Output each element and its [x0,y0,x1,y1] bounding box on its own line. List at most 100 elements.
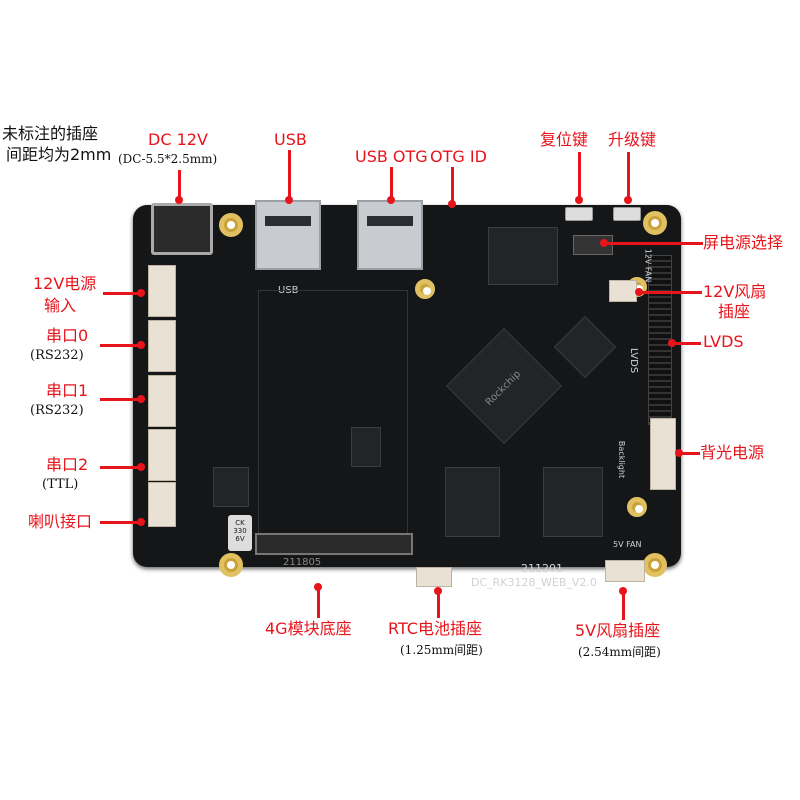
usb-port[interactable] [255,200,321,270]
label-dc12v-sub: (DC-5.5*2.5mm) [118,152,218,166]
callout-pointer [103,292,143,295]
label-upgrade: 升级键 [608,130,657,149]
fan5-connector [605,560,645,582]
capacitor: CK 330 6V [228,515,252,551]
callout-pointer [434,587,442,595]
callout-pointer [100,466,142,469]
callout-pointer [178,170,181,202]
board-date: 211201 [521,562,563,575]
callout-pointer [635,288,643,296]
callout-pointer [680,452,700,455]
label-otg-id: OTG ID [430,147,487,166]
callout-pointer [387,196,395,204]
module-4g-area [258,290,408,540]
callout-pointer [668,339,676,347]
callout-pointer [437,592,440,618]
callout-pointer [285,196,293,204]
silk-fan: 12V FAN [643,248,653,283]
callout-pointer [622,592,625,620]
module-4g-socket [255,533,413,555]
note-line2: 间距均为2mm [6,145,112,164]
callout-pointer [314,583,322,591]
pcb-board: USB 211805 CK 330 6V Rockchip LVDS 12V F… [133,200,681,589]
callout-pointer [317,588,320,618]
board-model: DC_RK3128_WEB_V2.0 [471,576,597,589]
ram-chip [445,467,500,537]
label-dc12v: DC 12V [148,130,208,149]
callout-pointer [624,196,632,204]
callout-pointer [675,449,683,457]
label-usb: USB [274,130,307,149]
callout-pointer [673,342,701,345]
label-screen-power: 屏电源选择 [703,233,784,252]
callout-pointer [100,521,142,524]
label-power-in-l1: 12V电源 [33,274,97,293]
callout-pointer [575,196,583,204]
chip [553,315,617,379]
callout-pointer [640,291,702,294]
label-fan12-l1: 12V风扇 [703,282,767,301]
label-rtc-sub: (1.25mm间距) [400,643,483,657]
note-line1: 未标注的插座 [2,124,99,143]
callout-pointer [100,398,142,401]
label-uart2: 串口2 [46,455,89,474]
uart2-connector [148,429,176,481]
mount-hole [643,211,667,235]
chip [351,427,381,467]
silk-backlight: Backlight [617,440,627,479]
ram-chip [543,467,603,537]
chip [213,467,249,507]
rtc-connector [416,567,452,587]
label-uart2-sub: (TTL) [42,477,79,492]
backlight-connector [650,418,676,490]
callout-pointer [137,463,145,471]
chip [488,227,558,285]
uart0-connector [148,320,176,372]
silk-lvds: LVDS [628,347,640,374]
label-lvds: LVDS [703,332,744,351]
callout-pointer [100,344,142,347]
uart1-connector [148,375,176,427]
callout-pointer [390,167,393,202]
callout-pointer [175,196,183,204]
fan12-connector [609,280,637,302]
callout-pointer [619,587,627,595]
module-code: 211805 [283,557,322,568]
label-uart1: 串口1 [46,381,89,400]
label-uart0-sub: (RS232) [30,348,84,363]
label-fan5: 5V风扇插座 [575,621,661,640]
callout-pointer [448,200,456,208]
callout-pointer [451,167,454,205]
callout-pointer [600,239,608,247]
mount-hole [219,213,243,237]
dc-jack [151,203,213,255]
mount-hole [643,553,667,577]
mount-hole [219,553,243,577]
callout-pointer [137,395,145,403]
label-rtc: RTC电池插座 [388,619,482,638]
label-fan12-l2: 插座 [718,302,751,321]
upgrade-button[interactable] [613,207,641,221]
power-input-connector [148,265,176,317]
reset-button[interactable] [565,207,593,221]
label-4g-module: 4G模块底座 [265,619,352,638]
mount-hole [415,279,435,299]
usb-otg-port[interactable] [357,200,423,270]
label-power-in-l2: 输入 [44,296,77,315]
callout-pointer [627,152,630,202]
label-usb-otg: USB OTG [355,147,428,166]
silk-5vfan: 5V FAN [613,540,642,549]
speaker-connector [148,482,176,527]
callout-pointer [137,341,145,349]
mount-hole [627,497,647,517]
label-uart0: 串口0 [46,326,89,345]
label-uart1-sub: (RS232) [30,403,84,418]
callout-pointer [578,152,581,202]
label-fan5-sub: (2.54mm间距) [578,645,661,659]
label-speaker: 喇叭接口 [28,512,93,531]
callout-pointer [137,289,145,297]
callout-pointer [137,518,145,526]
callout-pointer [288,150,291,202]
callout-pointer [605,242,703,245]
label-backlight: 背光电源 [700,443,765,462]
